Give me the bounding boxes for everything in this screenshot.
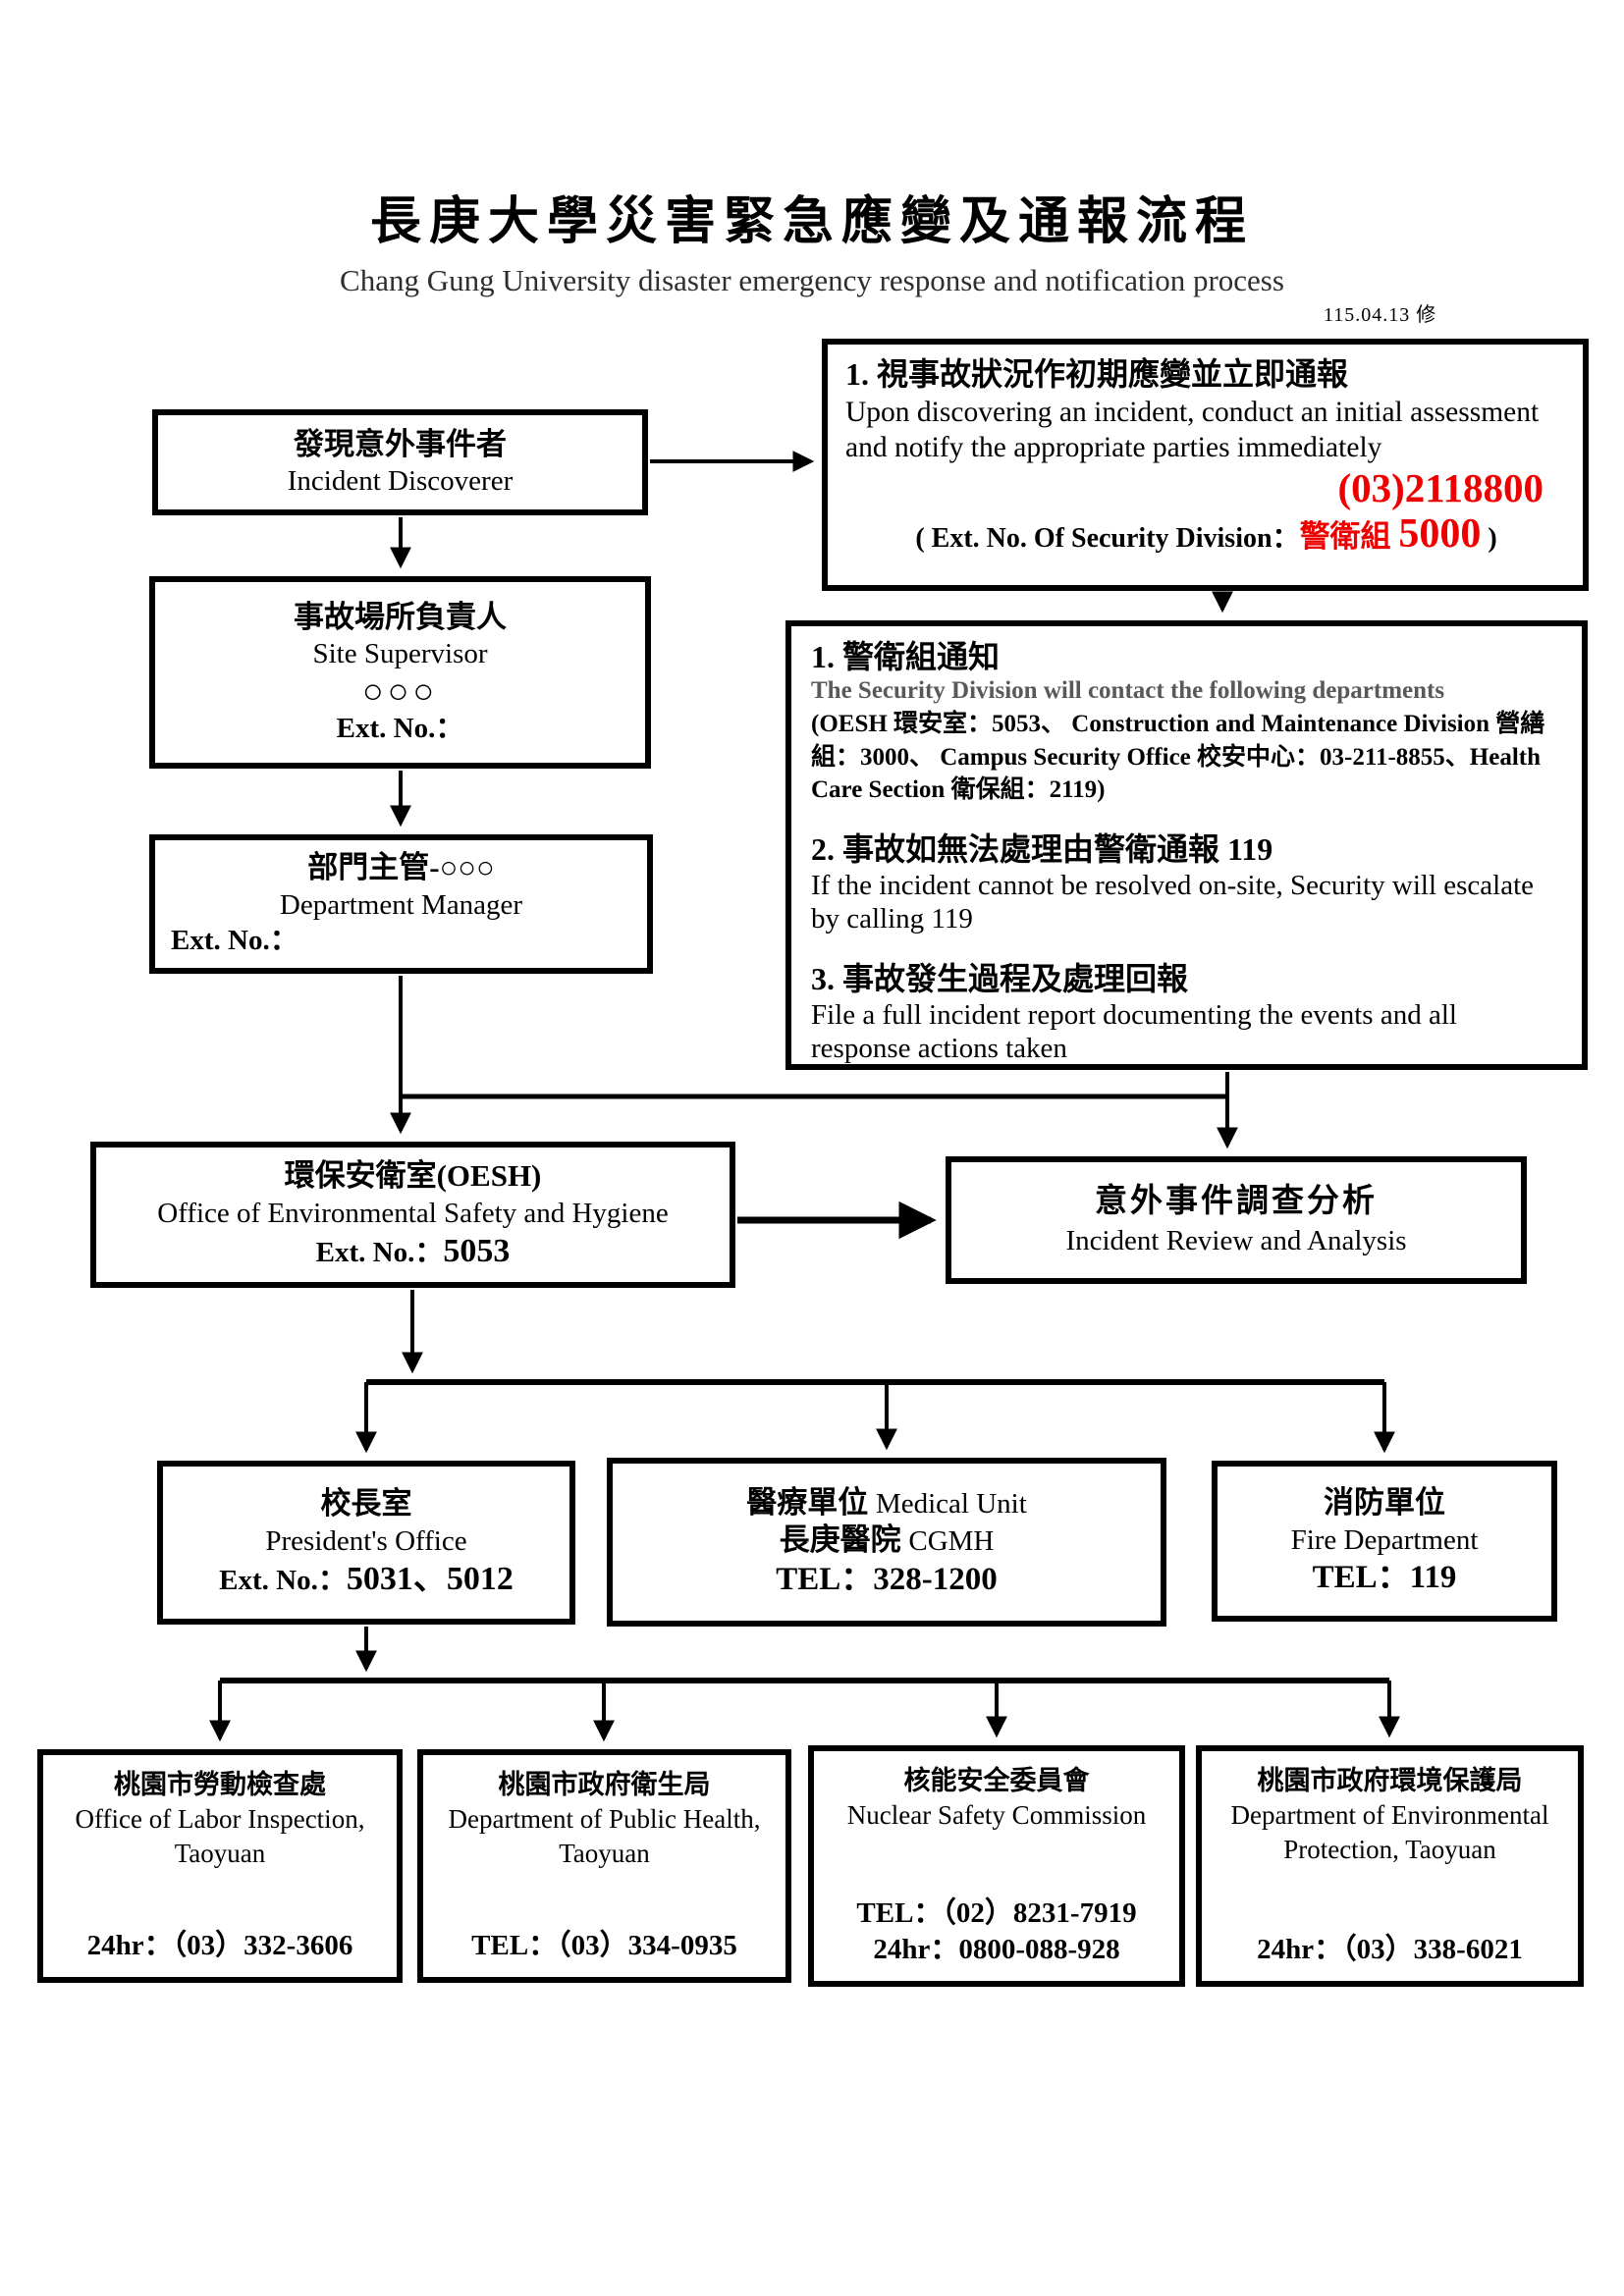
node-title-en: Fire Department (1290, 1523, 1479, 1556)
security-ext-suffix: ) (1481, 522, 1497, 554)
node-title-zh: 事故場所負責人 (294, 599, 507, 634)
node-incident-discoverer: 發現意外事件者 Incident Discoverer (152, 409, 648, 515)
node-fire-department: 消防單位 Fire Department TEL：119 (1212, 1461, 1557, 1622)
node-title-en: Incident Discoverer (287, 465, 514, 498)
revision-date: 115.04.13 修 (1324, 304, 1437, 326)
node-title-zh: 發現意外事件者 (294, 426, 507, 461)
environment-phone: 24hr：（03）338-6021 (1257, 1934, 1523, 1966)
node-title-en: Nuclear Safety Commission (846, 1799, 1147, 1830)
page-title: 長庚大學災害緊急應變及通報流程 (369, 194, 1254, 250)
ext-label: Ext. No.： (336, 713, 464, 745)
node-presidents-office: 校長室 President's Office Ext. No.：5031、501… (157, 1461, 575, 1625)
node-title-en: Department of Public Health, Taoyuan (448, 1803, 761, 1868)
node-title-zh: 桃園市政府衛生局 (498, 1770, 711, 1799)
nuclear-tel: TEL：（02）8231-7919 (856, 1896, 1137, 1929)
ext-line: Ext. No.：5031、5012 (219, 1559, 514, 1601)
node-oesh: 環保安衛室(OESH) Office of Environmental Safe… (90, 1142, 735, 1288)
hospital-name-zh: 長庚醫院 (779, 1522, 909, 1558)
node-site-supervisor: 事故場所負責人 Site Supervisor ○○○ Ext. No.： (149, 576, 651, 769)
medical-title-en: Medical Unit (875, 1487, 1027, 1520)
node-title-zh: 桃園市政府環境保護局 (1257, 1766, 1523, 1795)
security-ext-unit: 警衛組 (1299, 518, 1399, 554)
node-title-zh: 意外事件調查分析 (1095, 1184, 1378, 1220)
node-environmental-protection: 桃園市政府環境保護局 Department of Environmental P… (1196, 1745, 1584, 1987)
medical-tel: TEL：328-1200 (776, 1562, 998, 1598)
medical-line2: 長庚醫院 CGMH (780, 1522, 995, 1560)
node-title-zh: 校長室 (320, 1485, 412, 1521)
node-title-zh: 桃園市勞動檢查處 (114, 1770, 326, 1799)
node-security-steps: 1. 警衛組通知 The Security Division will cont… (785, 620, 1588, 1070)
security-phone-number: (03)2118800 (1337, 464, 1543, 510)
security-ext-number: 5000 (1398, 510, 1482, 557)
node-initial-response: 1. 視事故狀況作初期應變並立即通報 Upon discovering an i… (822, 339, 1589, 591)
step1-title-zh: 1. 警衛組通知 (811, 639, 1001, 674)
step3-title-zh: 3. 事故發生過程及處理回報 (811, 961, 1189, 997)
node-title-en: Office of Labor Inspection, Taoyuan (75, 1803, 365, 1868)
ext-label: Ext. No.： (219, 1564, 347, 1596)
ext-label: Ext. No.： (171, 925, 298, 957)
step2-body-en: If the incident cannot be resolved on-si… (811, 869, 1535, 935)
security-ext-line: ( Ext. No. Of Security Division：警衛組 5000… (915, 508, 1496, 561)
ext-line: Ext. No.：5053 (316, 1231, 511, 1273)
nuclear-phones: TEL：（02）8231-7919 24hr：0800-088-928 (856, 1896, 1136, 1969)
ext-label: Ext. No.： (315, 1236, 444, 1268)
node-title-en: Department Manager (279, 889, 523, 922)
hospital-name-en: CGMH (908, 1525, 995, 1558)
ext-value: 5031、5012 (346, 1560, 514, 1597)
security-ext-prefix: ( Ext. No. Of Security Division： (915, 522, 1300, 554)
ext-value: 5053 (443, 1232, 511, 1269)
node-title-zh: 核能安全委員會 (903, 1766, 1090, 1795)
nuclear-24hr: 24hr：0800-088-928 (873, 1934, 1120, 1966)
fire-tel: TEL：119 (1312, 1559, 1457, 1595)
node-title-zh: 環保安衛室(OESH) (284, 1157, 542, 1193)
step-body-en: Upon discovering an incident, conduct an… (845, 397, 1540, 463)
node-incident-review: 意外事件調查分析 Incident Review and Analysis (946, 1156, 1527, 1284)
node-title-zh: 部門主管-○○○ (307, 850, 495, 885)
health-phone: TEL：（03）334-0935 (471, 1930, 737, 1962)
labor-phone: 24hr：（03）332-3606 (86, 1930, 353, 1962)
medical-title-zh: 醫療單位 (746, 1484, 876, 1520)
step3-body-en: File a full incident report documenting … (811, 998, 1457, 1065)
node-department-manager: 部門主管-○○○ Department Manager Ext. No.： (149, 834, 653, 974)
node-title-en: Site Supervisor (312, 638, 488, 670)
node-labor-inspection: 桃園市勞動檢查處 Office of Labor Inspection, Tao… (37, 1749, 403, 1983)
node-title-en: President's Office (265, 1524, 467, 1557)
page-subtitle: Chang Gung University disaster emergency… (340, 263, 1284, 297)
node-medical-unit: 醫療單位 Medical Unit 長庚醫院 CGMH TEL：328-1200 (607, 1458, 1166, 1627)
step-title-zh: 1. 視事故狀況作初期應變並立即通報 (845, 356, 1349, 392)
node-title-en: Incident Review and Analysis (1065, 1224, 1407, 1256)
step1-body-en: The Security Division will contact the f… (811, 677, 1445, 705)
node-public-health: 桃園市政府衛生局 Department of Public Health, Ta… (417, 1749, 791, 1983)
node-title-en: Office of Environmental Safety and Hygie… (157, 1197, 669, 1229)
medical-line1: 醫療單位 Medical Unit (746, 1484, 1027, 1522)
node-nuclear-safety: 核能安全委員會 Nuclear Safety Commission TEL：（0… (808, 1745, 1185, 1987)
node-title-en: Department of Environmental Protection, … (1230, 1799, 1549, 1864)
node-title-zh: 消防單位 (1324, 1484, 1445, 1520)
step1-contact-detail: (OESH 環安室：5053、 Construction and Mainten… (811, 710, 1545, 804)
step2-title-zh: 2. 事故如無法處理由警衛通報 119 (811, 831, 1273, 868)
name-placeholder: ○○○ (361, 670, 439, 711)
